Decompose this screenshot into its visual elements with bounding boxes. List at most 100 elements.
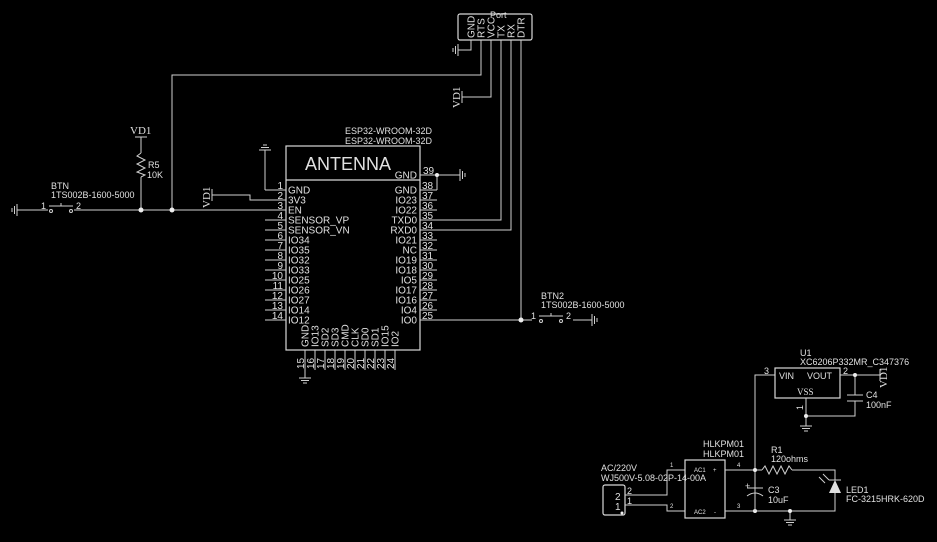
pin-name: IO5 — [401, 276, 418, 287]
led1-ref: LED1 — [846, 485, 869, 495]
pin-name: SD1 — [371, 327, 382, 347]
pin-name: IO32 — [288, 256, 310, 267]
pin-number: 36 — [422, 201, 434, 212]
pin-number: 3 — [277, 201, 283, 212]
pin-number: 23 — [376, 357, 387, 369]
u1-vss: VSS — [797, 387, 814, 397]
pin-name: GND — [288, 186, 310, 197]
u1-pin-vss: 1 — [795, 405, 805, 410]
resistor-r1[interactable]: R1 120ohms — [761, 445, 809, 476]
connector-inner-pin2: 2 — [615, 492, 621, 503]
power-module-hlkpm01[interactable]: HLKPM01 HLKPM01 AC1 AC2 + - 1 2 4 3 — [670, 439, 744, 519]
btn2-part: 1TS002B-1600-5000 — [541, 300, 625, 310]
button-btn2[interactable]: 1 2 BTN2 1TS002B-1600-5000 — [531, 291, 625, 323]
btn-ref: BTN — [51, 181, 69, 191]
pin-name: IO0 — [401, 316, 418, 327]
pin-number: 21 — [356, 357, 367, 369]
diode-icon — [829, 480, 841, 493]
hlk-pin2: 2 — [670, 504, 674, 510]
connector-inner-pin1: 1 — [615, 502, 621, 513]
connector-outer-pin2: 2 — [627, 486, 632, 496]
pin-number: 37 — [422, 191, 434, 202]
pin-number: 15 — [296, 357, 307, 369]
pin-name: IO26 — [288, 286, 310, 297]
pin-number: 35 — [422, 211, 434, 222]
pin-number: 4 — [277, 211, 283, 222]
btn-pin1: 1 — [41, 201, 46, 211]
hlk-ac2: AC2 — [694, 510, 706, 516]
pin-number: 11 — [273, 281, 284, 292]
r1-ref: R1 — [771, 445, 783, 455]
pin-name: IO12 — [288, 316, 310, 327]
btn-part: 1TS002B-1600-5000 — [51, 190, 135, 200]
pin-number: 16 — [306, 357, 317, 369]
port-pin-rx: RX — [507, 24, 518, 38]
connector-ref: AC/220V — [601, 463, 637, 473]
pin-number: 34 — [422, 221, 434, 232]
pin-number: 1 — [277, 181, 283, 192]
pin-number: 2 — [277, 191, 283, 202]
pin-number: 10 — [272, 271, 284, 282]
button-btn[interactable]: 1 2 BTN 1TS002B-1600-5000 — [41, 181, 135, 213]
pin-name: CMD — [341, 324, 352, 347]
pin-number: 24 — [386, 357, 397, 369]
resistor-zigzag-icon — [761, 464, 793, 476]
pin-name: CLK — [351, 327, 362, 347]
hlk-plus: + — [713, 468, 717, 474]
pin-name: IO25 — [288, 276, 310, 287]
led1-part: FC-3215HRK-620D — [846, 494, 925, 504]
u1-pin-vout: 2 — [843, 366, 848, 376]
pin-name: IO16 — [395, 296, 417, 307]
pin-number: 13 — [272, 301, 284, 312]
esp32-module[interactable]: ANTENNA ESP32-WROOM-32D ESP32-WROOM-32D … — [265, 126, 437, 370]
u1-ref: U1 — [800, 348, 812, 358]
u1-vin: VIN — [779, 371, 794, 381]
capacitor-c3[interactable]: + C3 10uF — [745, 481, 789, 511]
u1-body — [774, 367, 841, 399]
port-title: Port — [490, 10, 507, 20]
ground-symbols — [11, 44, 812, 526]
pin-number: 5 — [277, 221, 283, 232]
hlk-value: HLKPM01 — [703, 449, 744, 459]
connector-ac220v[interactable]: AC/220V WJ500V-5.08-02P-14-00A 2 1 2 1 — [601, 463, 706, 516]
connector-outer-pin1: 1 — [627, 496, 632, 506]
pin-number: 33 — [422, 231, 434, 242]
vd1-r5-label: VD1 — [130, 125, 151, 137]
resistor-r5[interactable]: R5 10K — [135, 152, 163, 180]
u1-vout: VOUT — [807, 371, 833, 381]
pin-number: 38 — [422, 181, 434, 192]
led-led1[interactable]: LED1 FC-3215HRK-620D — [818, 473, 925, 504]
pin-name: IO22 — [395, 206, 417, 217]
r1-value: 120ohms — [771, 454, 809, 464]
esp32-value: ESP32-WROOM-32D — [345, 136, 433, 146]
pin-number: 32 — [422, 241, 434, 252]
capacitor-c4[interactable]: C4 100nF — [847, 390, 892, 410]
pin-name: GND — [301, 325, 312, 347]
pin-name: IO17 — [395, 286, 417, 297]
pin-name: IO35 — [288, 246, 310, 257]
btn2-pin1: 1 — [531, 311, 536, 321]
r5-ref: R5 — [148, 160, 160, 170]
btn-pin2: 2 — [76, 201, 81, 211]
port-pin-vcc: VCC — [487, 17, 498, 38]
regulator-u1[interactable]: U1 XC6206P332MR_C347376 VIN VOUT VSS 3 2… — [764, 348, 909, 410]
pin-name: SD2 — [321, 327, 332, 347]
pin-name: IO18 — [395, 266, 417, 277]
hlk-body — [684, 459, 726, 519]
pin-number: 30 — [422, 261, 434, 272]
pin-name: GND — [395, 171, 417, 182]
pin-name: GND — [395, 186, 417, 197]
port-pin-gnd: GND — [467, 16, 478, 38]
resistor-zigzag-icon — [135, 152, 147, 178]
pin-name: IO33 — [288, 266, 310, 277]
pin-number: 6 — [277, 231, 283, 242]
pin-number: 14 — [272, 311, 284, 322]
hlk-pin4: 4 — [737, 463, 741, 469]
pin-name: RXD0 — [390, 226, 417, 237]
esp32-ref: ESP32-WROOM-32D — [345, 126, 433, 136]
r5-value: 10K — [147, 170, 163, 180]
connector-body — [602, 484, 626, 516]
light-arrow-icon — [818, 476, 826, 484]
